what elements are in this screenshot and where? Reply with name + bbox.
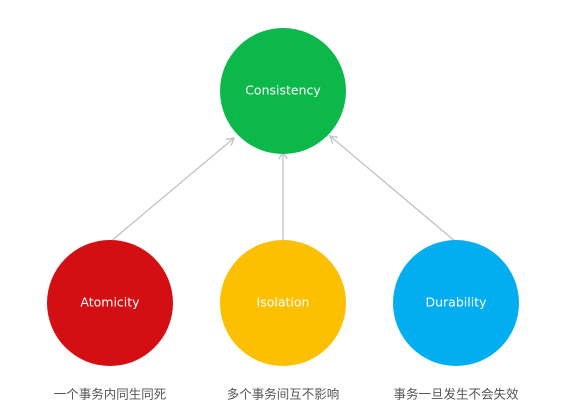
node-consistency-label: Consistency [245, 83, 321, 98]
node-atomicity-label: Atomicity [80, 295, 140, 310]
caption-isolation: 多个事务间互不影响 [227, 387, 340, 402]
node-isolation-circle [220, 240, 346, 366]
node-durability: Durability [393, 240, 519, 366]
node-durability-label: Durability [426, 295, 488, 310]
caption-durability: 事务一旦发生不会失效 [393, 387, 519, 402]
caption-atomicity: 一个事务内同生同死 [54, 387, 167, 402]
node-durability-circle [393, 240, 519, 366]
node-consistency: Consistency [220, 28, 346, 154]
node-atomicity-circle [47, 240, 173, 366]
edge-atomicity-to-consistency [109, 137, 236, 243]
node-isolation-label: Isolation [257, 295, 310, 310]
node-consistency-circle [220, 28, 346, 154]
node-atomicity: Atomicity [47, 240, 173, 366]
edge-durability-to-consistency [328, 135, 457, 243]
node-isolation: Isolation [220, 240, 346, 366]
